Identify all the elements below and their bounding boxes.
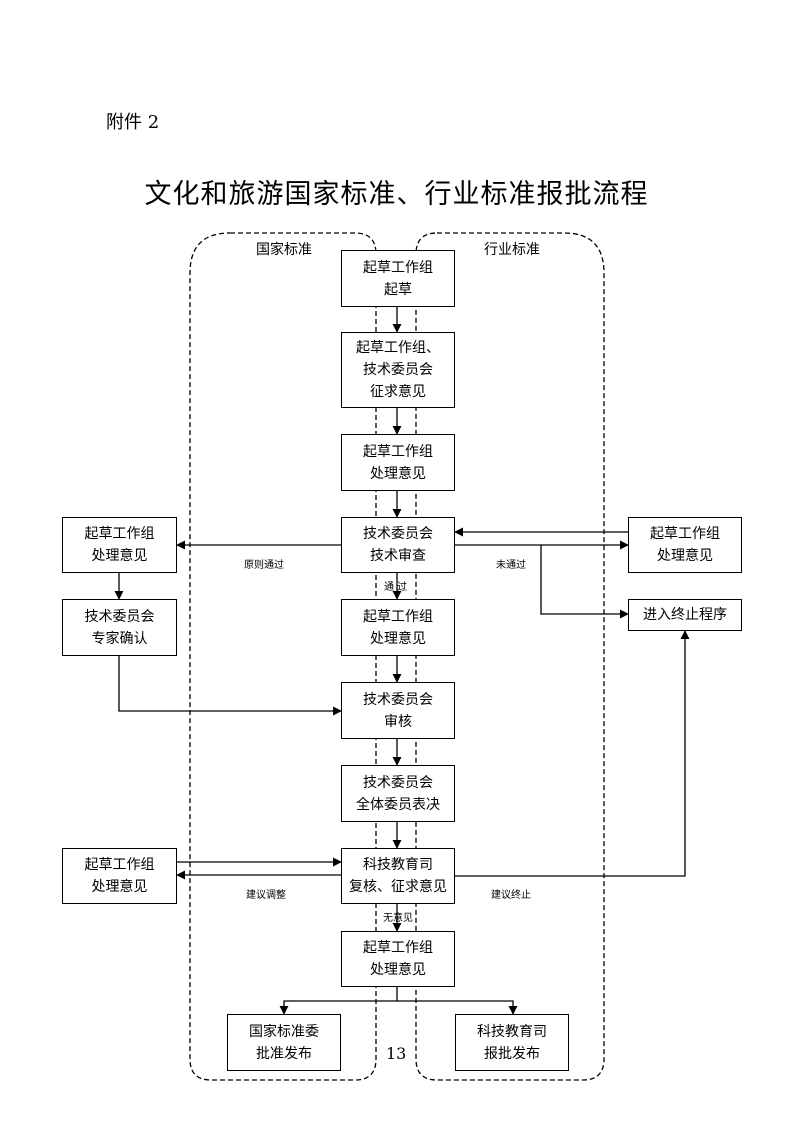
box-vote-line2: 全体委员表决	[356, 796, 440, 813]
box-left-handle1-line1: 起草工作组	[84, 526, 155, 542]
box-handle2: 起草工作组 处理意见	[341, 599, 455, 656]
edge-label-principle-pass: 原则通过	[244, 560, 284, 571]
box-publish-national-line2: 批准发布	[256, 1045, 312, 1062]
box-handle2-line2: 处理意见	[370, 630, 426, 647]
box-expert-line1: 技术委员会	[84, 608, 155, 625]
box-review-line1: 技术委员会	[363, 526, 433, 542]
box-left-handle1: 起草工作组 处理意见	[62, 517, 177, 573]
attachment-label: 附件 2	[106, 112, 160, 133]
box-handle3: 起草工作组 处理意见	[341, 931, 455, 987]
box-draft-line2: 起草	[384, 281, 412, 298]
box-solicit-line1: 起草工作组、	[356, 340, 440, 356]
box-ministry-line2: 复核、征求意见	[349, 879, 447, 895]
edge-label-suggest-terminate: 建议终止	[491, 890, 531, 901]
page-title: 文化和旅游国家标准、行业标准报批流程	[144, 179, 649, 210]
box-left-handle2-line1: 起草工作组	[84, 857, 155, 873]
box-review-line2: 技术审查	[370, 548, 426, 564]
box-solicit-line3: 征求意见	[370, 384, 426, 400]
box-right-handle-line2: 处理意见	[657, 548, 713, 564]
box-publish-national: 国家标准委 批准发布	[227, 1014, 341, 1071]
edge-label-no-opinion: 无意见	[383, 913, 413, 924]
edge-label-fail: 未通过	[496, 560, 526, 571]
box-handle2-line1: 起草工作组	[363, 608, 433, 625]
box-audit-line2: 审核	[384, 713, 412, 730]
box-handle1-line1: 起草工作组	[363, 443, 433, 460]
lane-label-national: 国家标准	[256, 242, 312, 258]
page-number: 13	[386, 1044, 407, 1063]
arrow-ministry-terminate	[455, 630, 690, 877]
lane-label-industry: 行业标准	[484, 242, 540, 258]
arrow-publish-industry	[397, 1000, 518, 1015]
box-expert-line2: 专家确认	[91, 630, 148, 647]
box-handle3-line1: 起草工作组	[363, 940, 433, 956]
box-publish-national-line1: 国家标准委	[249, 1023, 319, 1040]
box-solicit: 起草工作组、 技术委员会 征求意见	[341, 332, 455, 408]
box-terminate: 进入终止程序	[628, 599, 742, 631]
box-terminate-line1: 进入终止程序	[643, 607, 727, 623]
edge-label-suggest-adjust: 建议调整	[246, 890, 286, 901]
box-right-handle-line1: 起草工作组	[650, 526, 720, 542]
lane-industry-boundary	[415, 232, 605, 1081]
box-vote-line1: 技术委员会	[363, 774, 433, 791]
box-solicit-line2: 技术委员会	[363, 362, 433, 378]
box-ministry-line1: 科技教育司	[363, 857, 433, 873]
box-left-handle1-line2: 处理意见	[91, 548, 148, 564]
box-vote: 技术委员会 全体委员表决	[341, 765, 455, 822]
box-draft-line1: 起草工作组	[363, 259, 433, 276]
box-left-handle2-line2: 处理意见	[91, 879, 148, 895]
box-ministry: 科技教育司 复核、征求意见	[341, 848, 455, 904]
arrow-review-terminate	[540, 545, 629, 619]
box-audit-line1: 技术委员会	[363, 691, 433, 708]
box-review: 技术委员会 技术审查	[341, 517, 455, 573]
box-left-handle2: 起草工作组 处理意见	[62, 848, 177, 904]
box-right-handle: 起草工作组 处理意见	[628, 517, 742, 573]
edge-label-pass: 通 过	[384, 582, 408, 593]
box-publish-industry-line2: 报批发布	[484, 1045, 540, 1062]
lane-national-boundary	[189, 232, 377, 1081]
box-handle3-line2: 处理意见	[370, 962, 426, 978]
box-draft: 起草工作组 起草	[341, 250, 455, 307]
box-publish-industry: 科技教育司 报批发布	[455, 1014, 569, 1071]
box-expert: 技术委员会 专家确认	[62, 599, 177, 656]
arrow-publish-national	[279, 1000, 397, 1015]
box-handle1-line2: 处理意见	[370, 465, 426, 482]
arrow-expert-audit	[118, 656, 342, 716]
box-publish-industry-line1: 科技教育司	[477, 1023, 547, 1040]
box-handle1: 起草工作组 处理意见	[341, 434, 455, 491]
box-audit: 技术委员会 审核	[341, 682, 455, 739]
